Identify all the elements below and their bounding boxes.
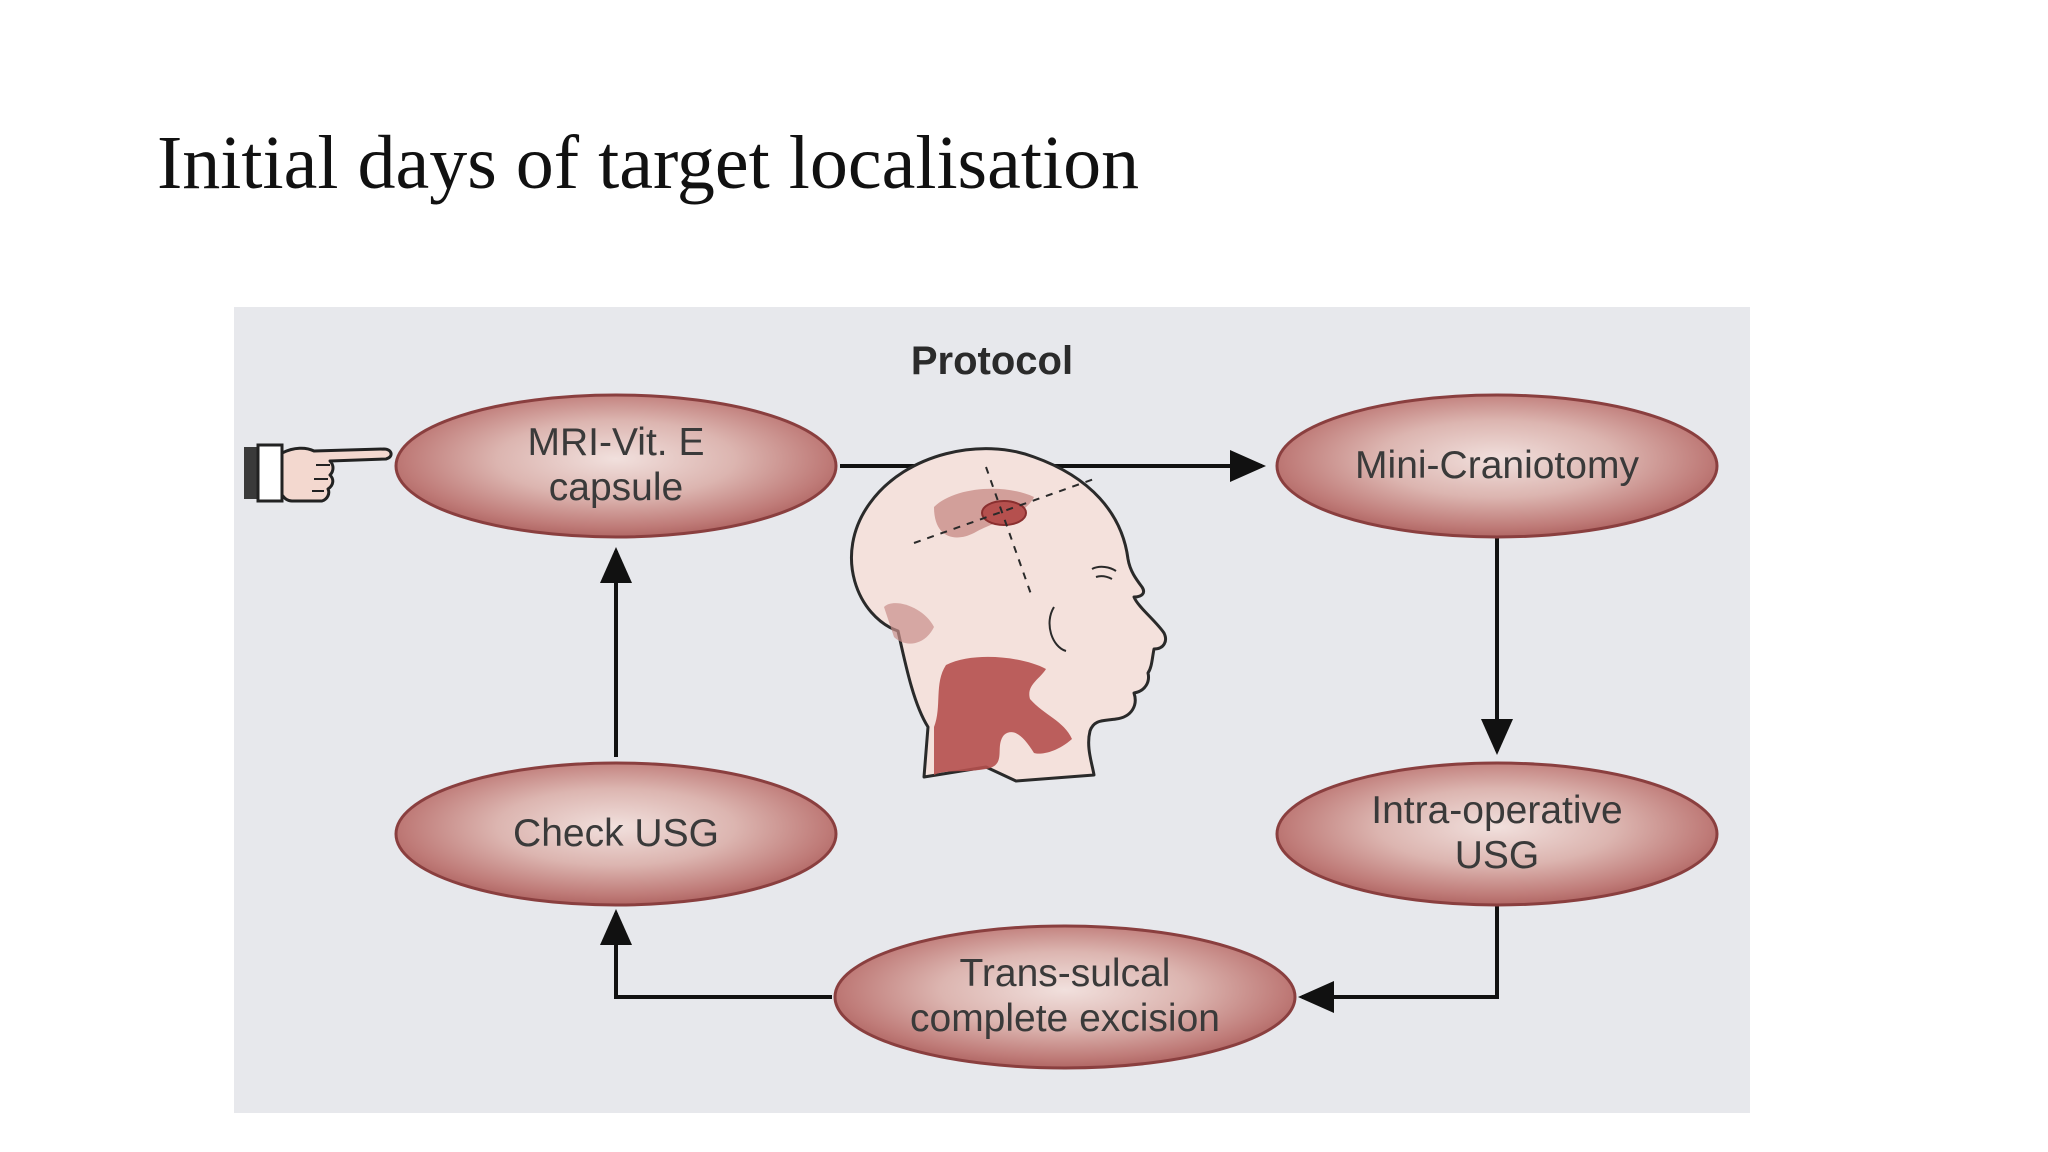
node-check-shape — [394, 761, 838, 907]
slide-title: Initial days of target localisation — [157, 121, 1140, 205]
node-excision-shape — [833, 924, 1297, 1070]
node-iousg-shape — [1275, 761, 1719, 907]
pointing-hand-icon — [244, 443, 393, 503]
node-craniotomy-shape — [1275, 393, 1719, 539]
diagram-title: Protocol — [910, 339, 1074, 383]
edge-iousg-to-excision — [1298, 906, 1499, 1013]
protocol-diagram: Protocol MRI-Vit. E capsule Mini-Craniot… — [234, 307, 1750, 1113]
head-profile-icon — [849, 447, 1168, 783]
diagram-canvas — [244, 393, 1719, 1070]
edge-excision-to-check — [600, 909, 832, 999]
node-mri-shape — [394, 393, 838, 539]
